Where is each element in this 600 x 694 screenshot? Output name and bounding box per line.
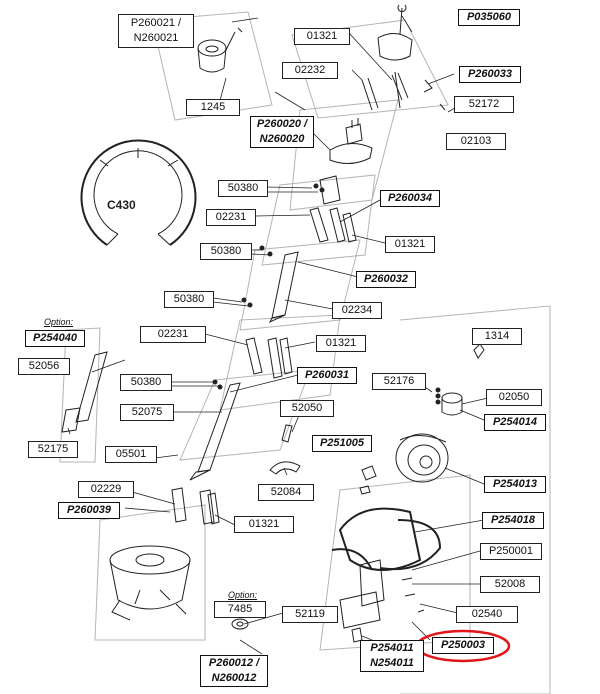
label-p254014: P254014 [484, 414, 546, 431]
label-02234: 02234 [332, 302, 382, 319]
label-p260012: P260012 /N260012 [200, 655, 268, 687]
label-52084: 52084 [258, 484, 314, 501]
part-p254011-body [339, 559, 425, 643]
label-p260033: P260033 [459, 66, 521, 83]
label-02540: 02540 [456, 606, 518, 623]
assembly-frames [59, 11, 551, 694]
screws [212, 183, 441, 405]
label-p250003: P250003 [432, 637, 494, 654]
label-02229: 02229 [78, 481, 134, 498]
label-p251005: P251005 [312, 435, 372, 452]
part-p260012-winch [109, 545, 191, 621]
label-p254040: P254040 [25, 330, 85, 347]
label-option-a: Option: [44, 317, 74, 327]
label-p260034: P260034 [380, 190, 440, 207]
part-p035060-knob [377, 4, 413, 61]
label-c430: C430 [107, 198, 136, 212]
label-p260021: P260021 /N260021 [118, 14, 194, 48]
shafts [61, 207, 357, 525]
part-p260021-knob [197, 27, 243, 73]
label-01321-c: 01321 [316, 335, 366, 352]
label-50380-d: 50380 [120, 374, 172, 391]
part-p254013-reel [395, 433, 449, 483]
label-p260031: P260031 [297, 367, 357, 384]
label-50380-c: 50380 [164, 291, 214, 308]
label-1245: 1245 [186, 99, 240, 116]
part-1314 [473, 343, 485, 359]
label-52172: 52172 [454, 96, 514, 113]
label-01321-d: 01321 [234, 516, 294, 533]
part-p260020-head [319, 118, 373, 205]
part-p251005-clip [269, 424, 301, 475]
part-p254014-drum [441, 392, 463, 416]
label-02103: 02103 [446, 133, 506, 150]
part-p254018-cage [331, 507, 442, 571]
label-p254013: P254013 [484, 476, 546, 493]
label-p260020: P260020 /N260020 [250, 116, 314, 148]
label-p260039: P260039 [58, 502, 120, 519]
label-p260032: P260032 [356, 271, 416, 288]
label-52056: 52056 [18, 358, 70, 375]
label-02050: 02050 [486, 389, 542, 406]
label-7485: 7485 [214, 601, 266, 618]
label-52050: 52050 [280, 400, 334, 417]
label-52008: 52008 [480, 576, 540, 593]
label-02231-a: 02231 [206, 209, 256, 226]
label-05501: 05501 [105, 446, 157, 463]
leader-lines [67, 15, 489, 655]
label-option-b: Option: [228, 590, 258, 600]
label-01321-b: 01321 [385, 236, 435, 253]
label-50380-a: 50380 [218, 180, 268, 197]
label-p250001: P250001 [480, 543, 542, 560]
label-52119: 52119 [282, 606, 338, 623]
label-52075: 52075 [120, 404, 174, 421]
label-p035060: P035060 [458, 9, 520, 26]
label-1314: 1314 [472, 328, 522, 345]
label-52175: 52175 [28, 441, 78, 458]
label-01321-a: 01321 [294, 28, 350, 45]
part-small-fixings [359, 465, 377, 495]
label-50380-b: 50380 [200, 243, 252, 260]
pins-top [361, 71, 446, 111]
label-52176: 52176 [372, 373, 426, 390]
label-p254018: P254018 [482, 512, 544, 529]
c430-clip-ring [80, 139, 197, 246]
label-02232: 02232 [282, 62, 338, 79]
part-7485-nut [231, 618, 249, 630]
label-02231-b: 02231 [140, 326, 206, 343]
